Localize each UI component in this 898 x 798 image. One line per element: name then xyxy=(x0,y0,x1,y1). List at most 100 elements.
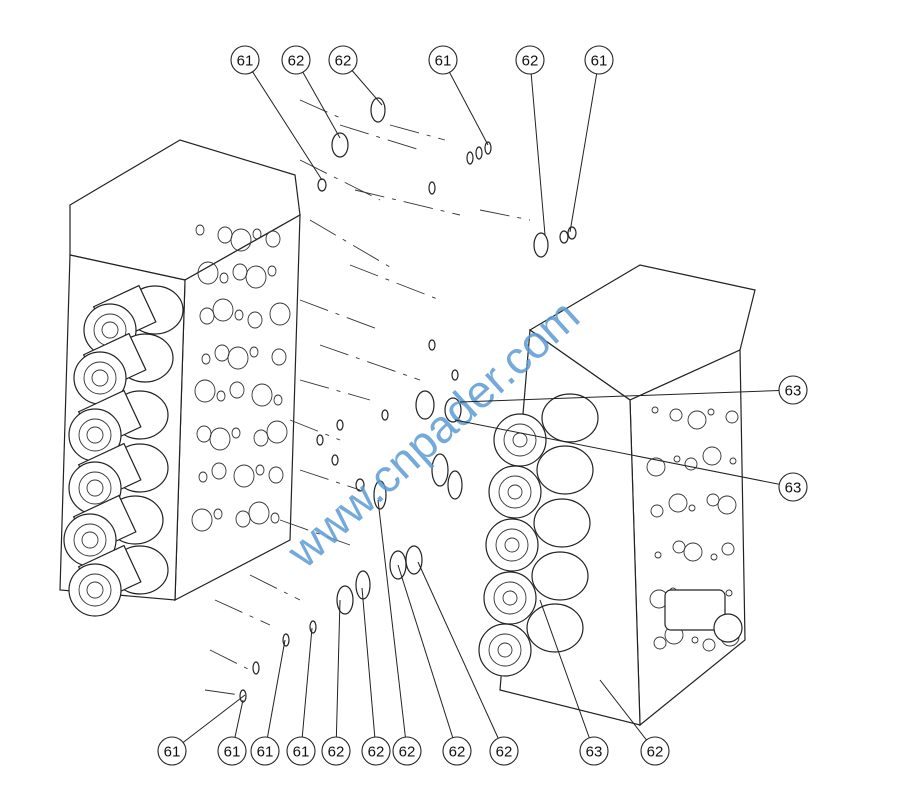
port-hole xyxy=(646,457,666,477)
port-hole xyxy=(725,410,739,424)
exploded-axis-line xyxy=(349,264,441,301)
solenoid xyxy=(488,445,594,519)
leader-line xyxy=(295,59,341,139)
port-hole xyxy=(229,381,245,399)
left-valve-block xyxy=(59,139,301,617)
port-hole xyxy=(219,272,229,284)
callout-label: 63 xyxy=(785,480,802,497)
solenoid xyxy=(73,332,174,405)
callout-label: 62 xyxy=(449,744,466,761)
callout-label: 61 xyxy=(435,53,452,70)
part-callout: 63 xyxy=(579,736,609,766)
port-hole xyxy=(234,309,244,321)
exploded-axis-line xyxy=(299,99,346,121)
port-hole xyxy=(231,427,241,439)
o-ring xyxy=(559,230,569,244)
solenoid xyxy=(83,284,184,357)
exploded-axis-line xyxy=(299,469,361,491)
port-hole xyxy=(684,457,698,471)
part-callout: 61 xyxy=(230,45,260,75)
leader-line xyxy=(569,59,600,233)
port-hole xyxy=(197,261,219,285)
o-ring xyxy=(428,181,436,195)
leader-line xyxy=(335,599,341,752)
port-hole xyxy=(669,408,683,422)
leader-line xyxy=(264,639,286,752)
exploded-axis-line xyxy=(279,519,351,546)
exploded-axis-line xyxy=(299,159,381,201)
leader-line xyxy=(361,587,377,752)
port-hole xyxy=(209,427,231,451)
port-hole xyxy=(266,420,288,444)
part-callout: 61 xyxy=(428,45,458,75)
port-hole xyxy=(668,493,688,513)
exploded-axis-line xyxy=(204,689,241,696)
solenoid xyxy=(68,544,169,617)
port-hole xyxy=(235,510,251,528)
port-hole xyxy=(216,390,226,402)
solenoid xyxy=(68,389,169,462)
leader-line xyxy=(599,679,656,752)
part-callout: 61 xyxy=(250,736,280,766)
port-hole xyxy=(269,302,291,326)
port-hole xyxy=(249,346,259,358)
callout-label: 62 xyxy=(522,53,539,70)
o-ring xyxy=(331,132,349,158)
exploded-axis-line xyxy=(389,124,446,141)
leader-line xyxy=(539,599,595,752)
port-hole xyxy=(270,512,280,524)
port-hole xyxy=(211,462,227,480)
port-hole xyxy=(729,457,737,465)
port-hole xyxy=(195,224,205,236)
part-callout: 63 xyxy=(778,472,808,502)
callout-label: 61 xyxy=(224,744,241,761)
port-hole xyxy=(651,406,659,414)
solenoid xyxy=(483,551,589,625)
o-ring xyxy=(317,178,327,192)
port-hole xyxy=(230,228,252,252)
solenoid xyxy=(493,393,599,467)
port-hole xyxy=(201,353,211,365)
port-hole xyxy=(227,346,249,370)
o-ring xyxy=(336,585,354,615)
part-callout: 62 xyxy=(361,736,391,766)
port-hole xyxy=(267,265,277,277)
o-ring xyxy=(567,226,577,240)
o-ring xyxy=(428,339,436,351)
o-ring xyxy=(373,480,387,510)
o-ring xyxy=(533,232,549,258)
port-hole xyxy=(198,471,208,483)
o-ring xyxy=(331,454,339,466)
leader-line xyxy=(171,694,246,752)
port-hole xyxy=(673,455,681,463)
callout-label: 61 xyxy=(257,744,274,761)
callout-label: 61 xyxy=(237,53,254,70)
o-ring xyxy=(381,409,389,421)
callout-label: 62 xyxy=(328,744,345,761)
exploded-axis-line xyxy=(209,649,251,671)
right-valve-block xyxy=(478,264,756,727)
port-hole xyxy=(213,508,223,520)
port-hole xyxy=(687,410,707,430)
exploded-axis-line xyxy=(354,189,461,216)
port-hole xyxy=(265,230,281,248)
port-hole xyxy=(245,265,267,289)
port-hole xyxy=(247,311,263,329)
port-hole xyxy=(710,553,718,561)
port-hole xyxy=(702,638,716,652)
exploded-axis-line xyxy=(214,599,271,626)
o-ring xyxy=(252,661,260,675)
solenoid xyxy=(478,603,584,677)
part-callout: 62 xyxy=(321,736,351,766)
solenoid xyxy=(485,498,591,572)
exploded-axis-line xyxy=(299,299,381,331)
port-hole xyxy=(268,466,284,484)
port-hole xyxy=(683,542,703,562)
part-callout: 61 xyxy=(286,736,316,766)
leader-line xyxy=(397,564,458,752)
part-callout: 61 xyxy=(584,45,614,75)
o-ring xyxy=(415,390,435,420)
exploded-axis-line xyxy=(479,209,531,221)
part-callout: 62 xyxy=(392,736,422,766)
o-ring xyxy=(451,369,459,381)
